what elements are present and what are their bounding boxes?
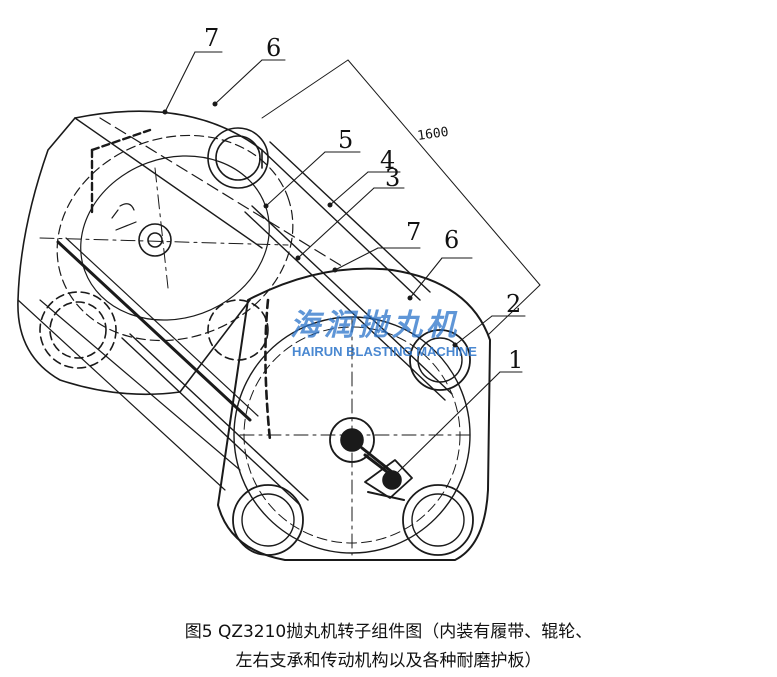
leader-dots — [162, 101, 458, 348]
watermark: 海润抛丸机 HAIRUN BLASTING MACHINE — [290, 308, 477, 359]
dimension-label: 1600 — [416, 125, 449, 144]
label-2: 2 — [506, 290, 521, 318]
label-5: 5 — [338, 126, 353, 154]
caption-line-2: 左右支承和传动机构以及各种耐磨护板） — [235, 651, 542, 671]
back-rollers — [39, 127, 269, 369]
front-rollers — [232, 329, 474, 556]
label-7-top: 7 — [204, 24, 219, 52]
label-4: 4 — [380, 146, 395, 174]
figure-caption: 图5 QZ3210抛丸机转子组件图（内装有履带、辊轮、 左右支承和传动机构以及各… — [0, 618, 777, 676]
caption-line-1: 图5 QZ3210抛丸机转子组件图（内装有履带、辊轮、 — [184, 622, 593, 642]
watermark-en: HAIRUN BLASTING MACHINE — [292, 344, 477, 359]
label-1: 1 — [508, 346, 523, 374]
dimension-1600 — [261, 59, 541, 336]
label-6-top: 6 — [266, 34, 281, 62]
back-drum — [17, 110, 294, 396]
label-7-mid: 7 — [406, 218, 421, 246]
leader-lines — [164, 51, 526, 479]
label-6-mid: 6 — [444, 226, 459, 254]
watermark-cn: 海润抛丸机 — [290, 308, 460, 343]
rotor-assembly-drawing: 1600 7 6 5 4 3 7 6 2 1 海润抛丸机 HAIRUN BLAS… — [17, 24, 541, 561]
label-3: 3 — [385, 164, 400, 192]
drive-hub — [329, 417, 413, 501]
